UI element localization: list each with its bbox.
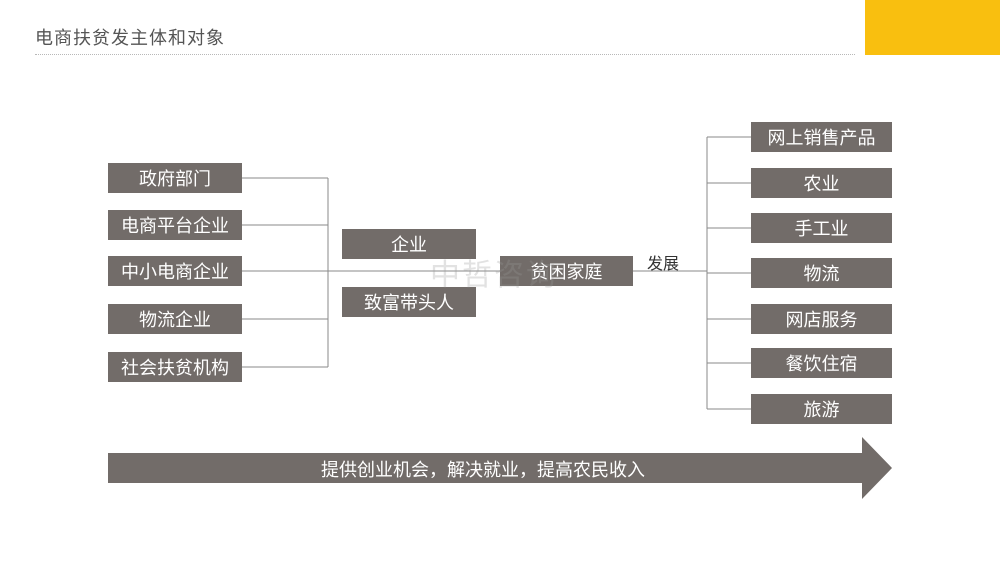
page-title: 电商扶贫发主体和对象 <box>35 28 225 49</box>
outcome-box: 网上销售产品 <box>751 122 892 152</box>
actor-box: 中小电商企业 <box>108 256 242 286</box>
center-box: 贫困家庭 <box>500 256 633 286</box>
title-divider <box>35 54 855 55</box>
outcome-box: 农业 <box>751 168 892 198</box>
banner-text: 提供创业机会，解决就业，提高农民收入 <box>321 460 645 481</box>
outcome-box: 物流 <box>751 258 892 288</box>
outcome-box: 网店服务 <box>751 304 892 334</box>
middle-box: 致富带头人 <box>342 287 476 317</box>
actor-box: 电商平台企业 <box>108 210 242 240</box>
watermark: 中哲咨询 <box>430 258 558 293</box>
outcome-box: 手工业 <box>751 213 892 243</box>
actor-box: 社会扶贫机构 <box>108 352 242 382</box>
outcome-box: 旅游 <box>751 394 892 424</box>
actor-box: 政府部门 <box>108 163 242 193</box>
header-accent-bar <box>865 0 1000 55</box>
actor-box: 物流企业 <box>108 304 242 334</box>
outcome-box: 餐饮住宿 <box>751 348 892 378</box>
middle-box: 企业 <box>342 229 476 259</box>
connector-label: 发展 <box>647 254 680 273</box>
banner-arrow <box>108 437 892 499</box>
